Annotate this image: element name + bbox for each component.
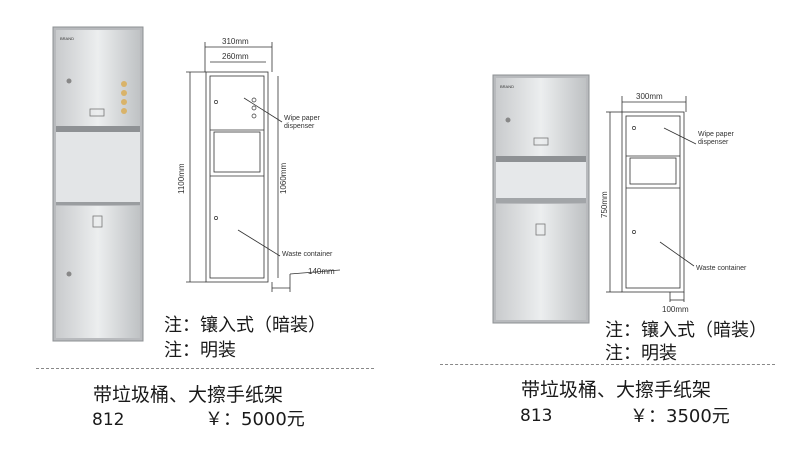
note-surface-812: 注：明装 — [164, 340, 236, 361]
dim-depth: 140mm — [308, 267, 335, 276]
dim-height-outer-813: 750mm — [600, 191, 609, 218]
model-number-812: 812 — [92, 410, 125, 430]
divider-right — [440, 364, 775, 365]
model-number-813: 813 — [520, 406, 553, 426]
product-title-812: 带垃圾桶、大擦手纸架 — [93, 384, 284, 406]
product-photo-812: BRAND — [52, 26, 144, 342]
dim-width-inner: 260mm — [222, 52, 249, 61]
svg-text:BRAND: BRAND — [60, 36, 74, 41]
svg-text:BRAND: BRAND — [500, 84, 514, 89]
product-title-813: 带垃圾桶、大擦手纸架 — [521, 379, 712, 401]
note-recessed-812: 注：镶入式（暗装） — [164, 315, 326, 336]
price-812: ￥：5000元 — [205, 409, 305, 430]
dim-width-outer-813: 300mm — [636, 92, 663, 101]
price-813: ￥：3500元 — [630, 406, 730, 427]
dim-depth-813: 100mm — [662, 305, 689, 314]
dim-height-inner: 1060mm — [279, 163, 288, 194]
note-recessed-813: 注：镶入式（暗装） — [605, 320, 767, 341]
label-waste-container-813: Waste container — [696, 265, 747, 272]
note-surface-813: 注：明装 — [605, 343, 677, 364]
product-photo-813: BRAND — [492, 74, 590, 324]
label-waste-container: Waste container — [282, 251, 333, 258]
dim-height-outer: 1100mm — [177, 163, 186, 194]
divider-left — [36, 368, 374, 369]
dim-width-outer: 310mm — [222, 37, 249, 46]
